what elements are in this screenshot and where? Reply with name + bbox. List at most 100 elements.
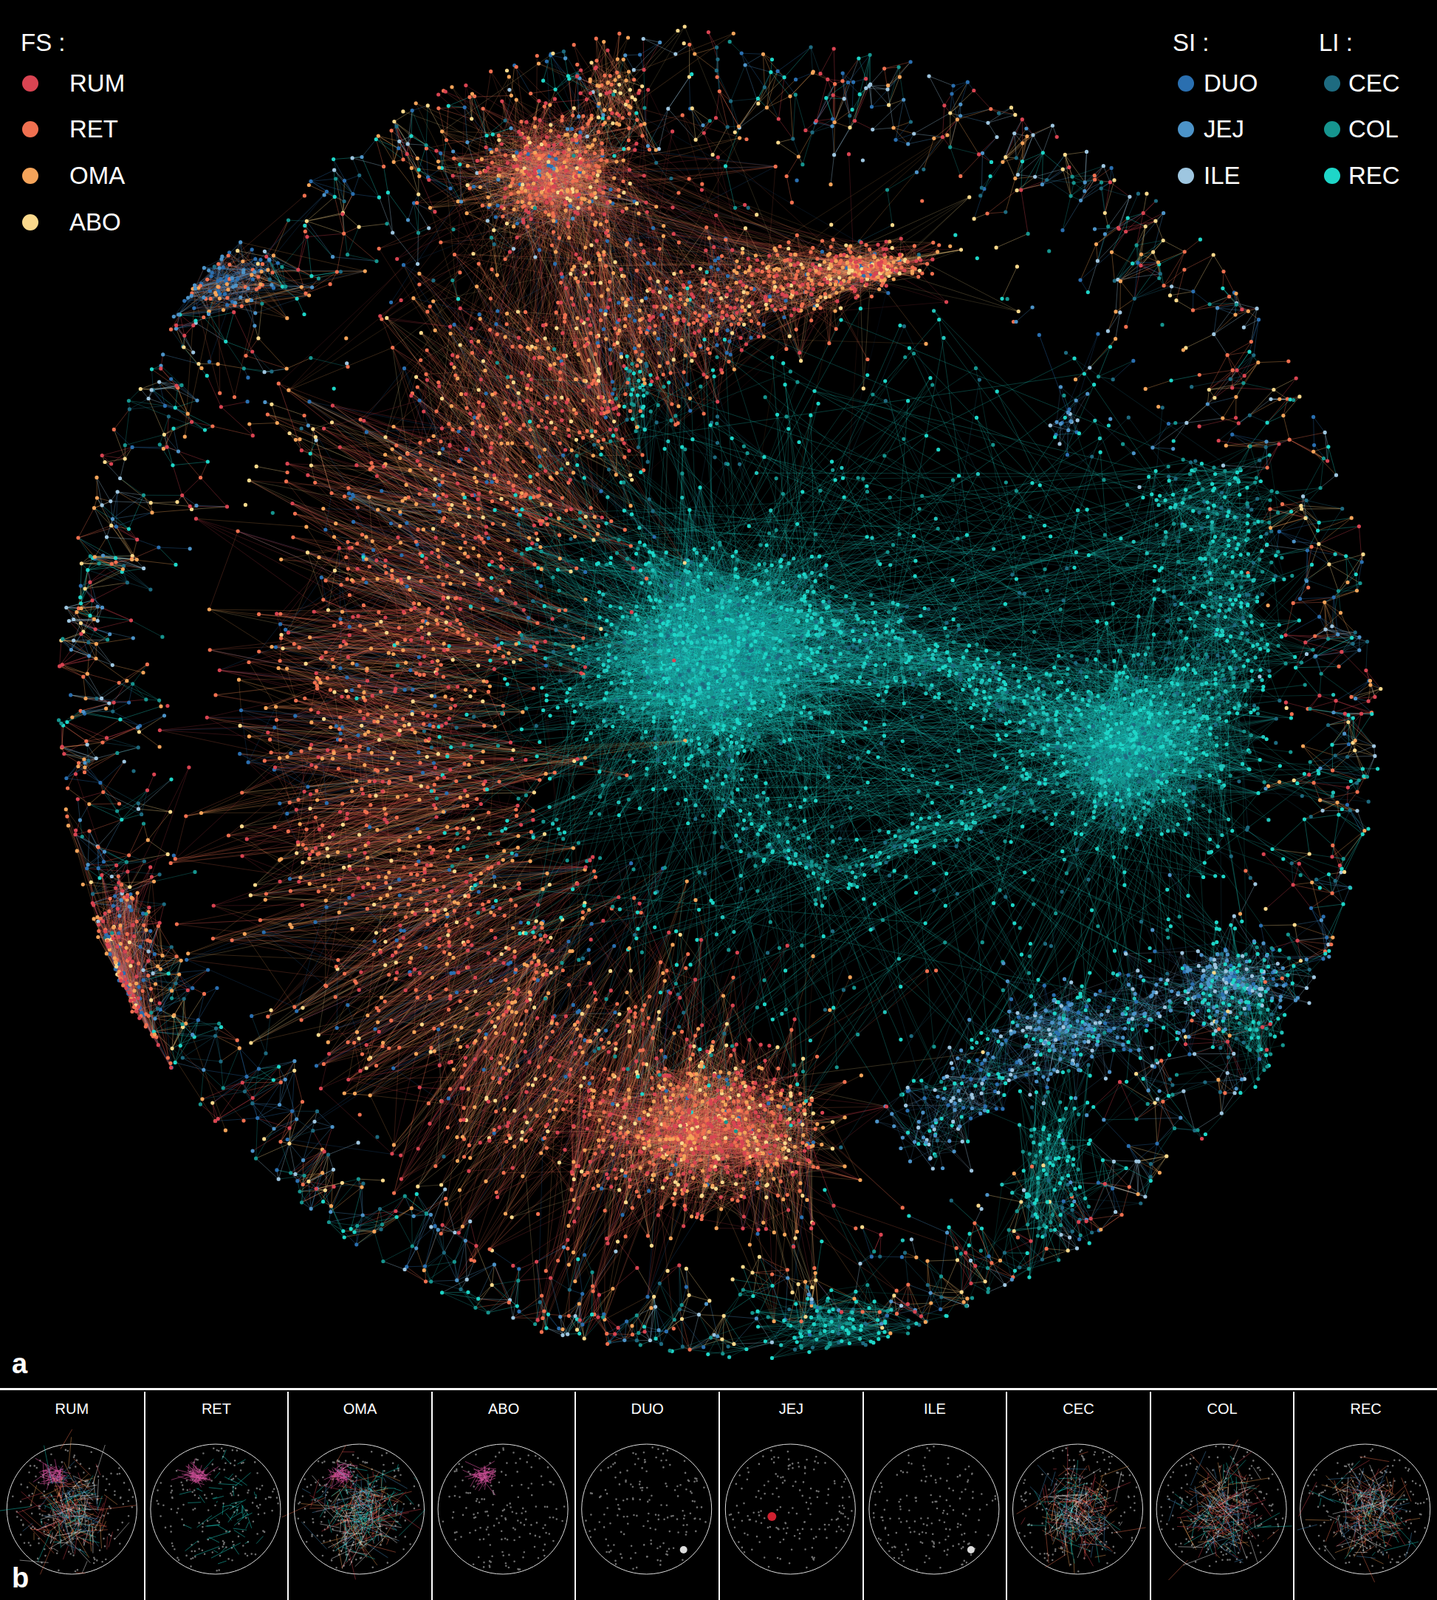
panel-box: COL [1149, 1391, 1294, 1600]
panel-box: ILE [862, 1391, 1007, 1600]
network-edges [61, 44, 1381, 1353]
legend-label: REC [1348, 160, 1401, 191]
legend-heading: FS : [20, 28, 66, 58]
mini-network-node [767, 1511, 777, 1521]
legend-label: OMA [69, 160, 125, 191]
separator-line [0, 1387, 1437, 1390]
legend-label: ILE [1203, 160, 1241, 191]
panel-title: OMA [288, 1400, 432, 1418]
network-edges [363, 308, 1333, 1144]
panel-box: REC [1293, 1391, 1437, 1600]
panel-title: CEC [1007, 1400, 1150, 1418]
legend-label: COL [1348, 114, 1399, 144]
mini-network-edges [171, 1458, 219, 1491]
network-nodes [57, 30, 1378, 1336]
mini-network-edges [1027, 1459, 1121, 1564]
mini-network-edges [1178, 1444, 1262, 1565]
panel-title: DUO [575, 1400, 719, 1418]
panel-box: OMA [287, 1391, 432, 1600]
panel-title: ABO [432, 1400, 576, 1418]
mini-network-edges [1177, 1451, 1272, 1558]
network-edges [59, 32, 1381, 1344]
network-edges [885, 393, 1310, 1171]
mini-network-nodes [1018, 1446, 1138, 1572]
mini-network-edges [282, 1444, 413, 1558]
mini-network-edges [1297, 1467, 1412, 1558]
legend-swatch [1324, 75, 1341, 92]
mini-network-outline [1156, 1443, 1287, 1574]
mini-network-edges [1324, 1462, 1404, 1559]
mini-network-edges [22, 1460, 104, 1553]
legend-swatch [1324, 121, 1341, 138]
panel-box: RET [143, 1391, 288, 1600]
mini-network-edges [316, 1463, 417, 1550]
network-edges [356, 287, 1378, 1358]
panel-title: REC [1294, 1400, 1437, 1418]
mini-network-edges [179, 1449, 264, 1565]
panel-title: RUM [0, 1400, 144, 1418]
mini-network-nodes [155, 1446, 280, 1571]
mini-network-edges [1030, 1464, 1113, 1558]
panel-box: RUM [0, 1391, 144, 1600]
panel-title: RET [145, 1400, 288, 1418]
mini-network-outline [869, 1443, 1000, 1574]
mini-network-outline [581, 1443, 712, 1574]
mini-network-nodes [584, 1445, 707, 1570]
panel-letter: a [11, 1348, 28, 1378]
panel-box: JEJ [718, 1391, 863, 1600]
mini-network-nodes [728, 1448, 853, 1568]
panel-letter: b [11, 1562, 29, 1593]
mini-network-edges [1034, 1465, 1129, 1574]
network-nodes [64, 31, 1374, 1352]
mini-network-edges [1021, 1445, 1132, 1566]
legend-swatch [1177, 121, 1195, 138]
mini-network-node [967, 1545, 975, 1553]
panel-box: ABO [431, 1391, 576, 1600]
mini-network-outline [294, 1443, 425, 1574]
mini-network-outline [150, 1443, 281, 1574]
legend-swatch [22, 167, 39, 184]
mini-network-outline [437, 1443, 568, 1574]
mini-network-edges [15, 1463, 113, 1559]
panel-title: COL [1151, 1400, 1294, 1418]
panel-box: DUO [574, 1391, 719, 1600]
mini-network-nodes [442, 1446, 566, 1570]
mini-network-edges [1305, 1470, 1421, 1564]
mini-network-nodes [1160, 1445, 1285, 1567]
mini-network-node [680, 1545, 688, 1553]
network-edges [392, 26, 1019, 559]
panel-box: CEC [1005, 1391, 1150, 1600]
legend-swatch [1324, 167, 1341, 184]
legend-swatch [22, 75, 39, 92]
legend-label: ABO [69, 207, 122, 238]
mini-network-edges [463, 1460, 497, 1495]
legend-heading: LI : [1318, 28, 1353, 58]
legend-swatch [1177, 167, 1195, 184]
network-nodes [61, 56, 1380, 1360]
legend-swatch [22, 214, 39, 231]
panel-title: ILE [863, 1400, 1007, 1418]
legend-label: CEC [1348, 68, 1401, 99]
legend-label: DUO [1203, 68, 1258, 99]
legend-label: RUM [69, 68, 125, 99]
mini-network-edges [309, 1451, 422, 1580]
legend-label: RET [69, 114, 119, 144]
mini-network-outline [1013, 1443, 1144, 1574]
mini-network-nodes [872, 1445, 997, 1570]
panel-title: JEJ [719, 1400, 863, 1418]
legend-swatch [1177, 75, 1195, 92]
mini-network-edges [1166, 1451, 1253, 1563]
mini-network-outline [6, 1443, 137, 1574]
mini-network-edges [1016, 1451, 1147, 1567]
legend-heading: SI : [1172, 28, 1210, 58]
network-nodes [69, 40, 1362, 1342]
mini-network-edges [310, 1466, 426, 1562]
network-nodes [64, 50, 1371, 1349]
network-nodes [429, 270, 1353, 1359]
network-nodes [59, 31, 1373, 1336]
mini-network-outline [725, 1443, 856, 1574]
network-nodes [56, 39, 1370, 1356]
legend-label: JEJ [1203, 114, 1245, 144]
